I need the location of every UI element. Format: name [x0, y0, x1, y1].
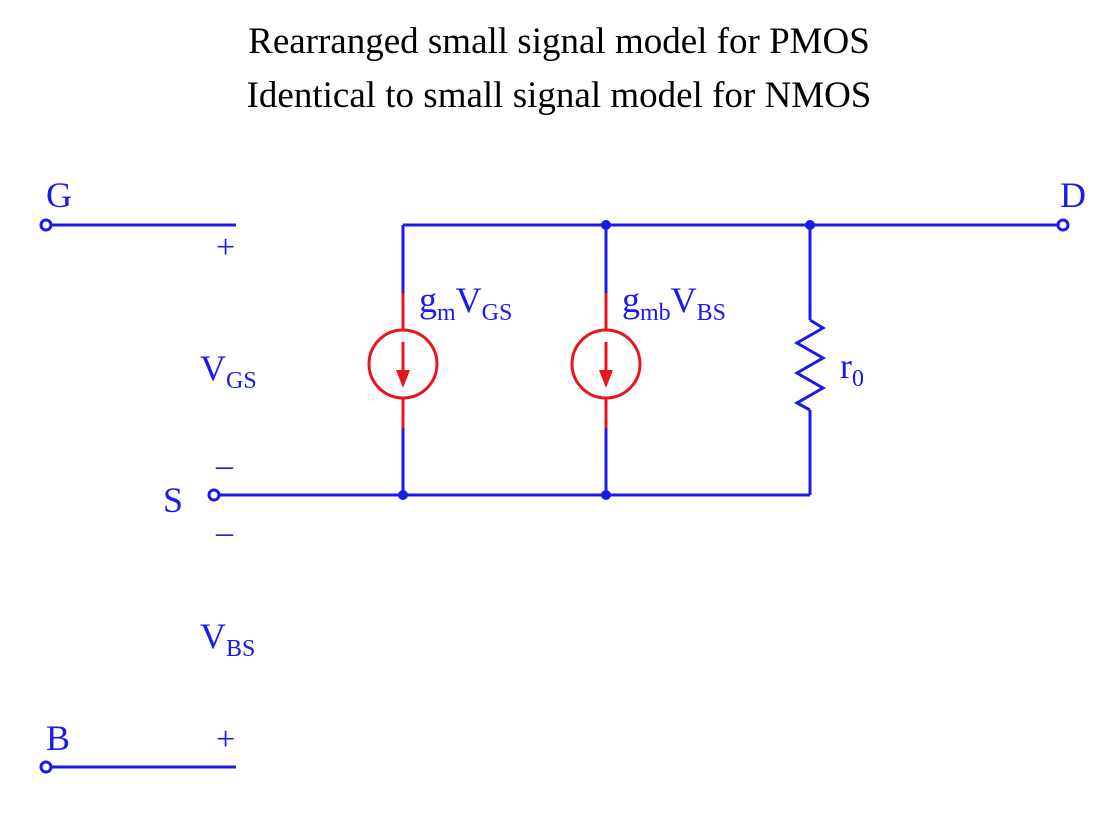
- vbs-plus-sign: +: [216, 721, 235, 758]
- junction-dot: [805, 220, 815, 230]
- bulk-terminal: [39, 760, 53, 774]
- arrow-down-icon: [599, 370, 613, 388]
- junction-dot: [601, 490, 611, 500]
- vgs-plus-sign: +: [216, 229, 235, 266]
- gate-terminal: [39, 218, 53, 232]
- resistor-zigzag: [793, 318, 827, 412]
- resistor-label: r0: [840, 346, 864, 392]
- title-line-2: Identical to small signal model for NMOS: [246, 75, 872, 116]
- vbs-minus-sign: –: [215, 514, 234, 551]
- drain-label: D: [1060, 175, 1086, 215]
- junction-dot: [601, 220, 611, 230]
- bulk-label: B: [46, 718, 70, 758]
- gate-label: G: [46, 175, 72, 215]
- source-label: S: [163, 480, 183, 520]
- source-terminal: [207, 488, 221, 502]
- vgs-label: VGS: [200, 348, 257, 394]
- gm-vgs-label: gmVGS: [419, 280, 512, 326]
- wires: [50, 223, 1057, 769]
- arrow-down-icon: [396, 370, 410, 388]
- title-line-1: Rearranged small signal model for PMOS: [248, 21, 870, 62]
- gmb-vbs-label: gmbVBS: [622, 280, 726, 326]
- vbs-label: VBS: [200, 616, 255, 662]
- vgs-minus-sign: –: [215, 447, 234, 484]
- drain-terminal: [1056, 218, 1070, 232]
- junction-dot: [398, 490, 408, 500]
